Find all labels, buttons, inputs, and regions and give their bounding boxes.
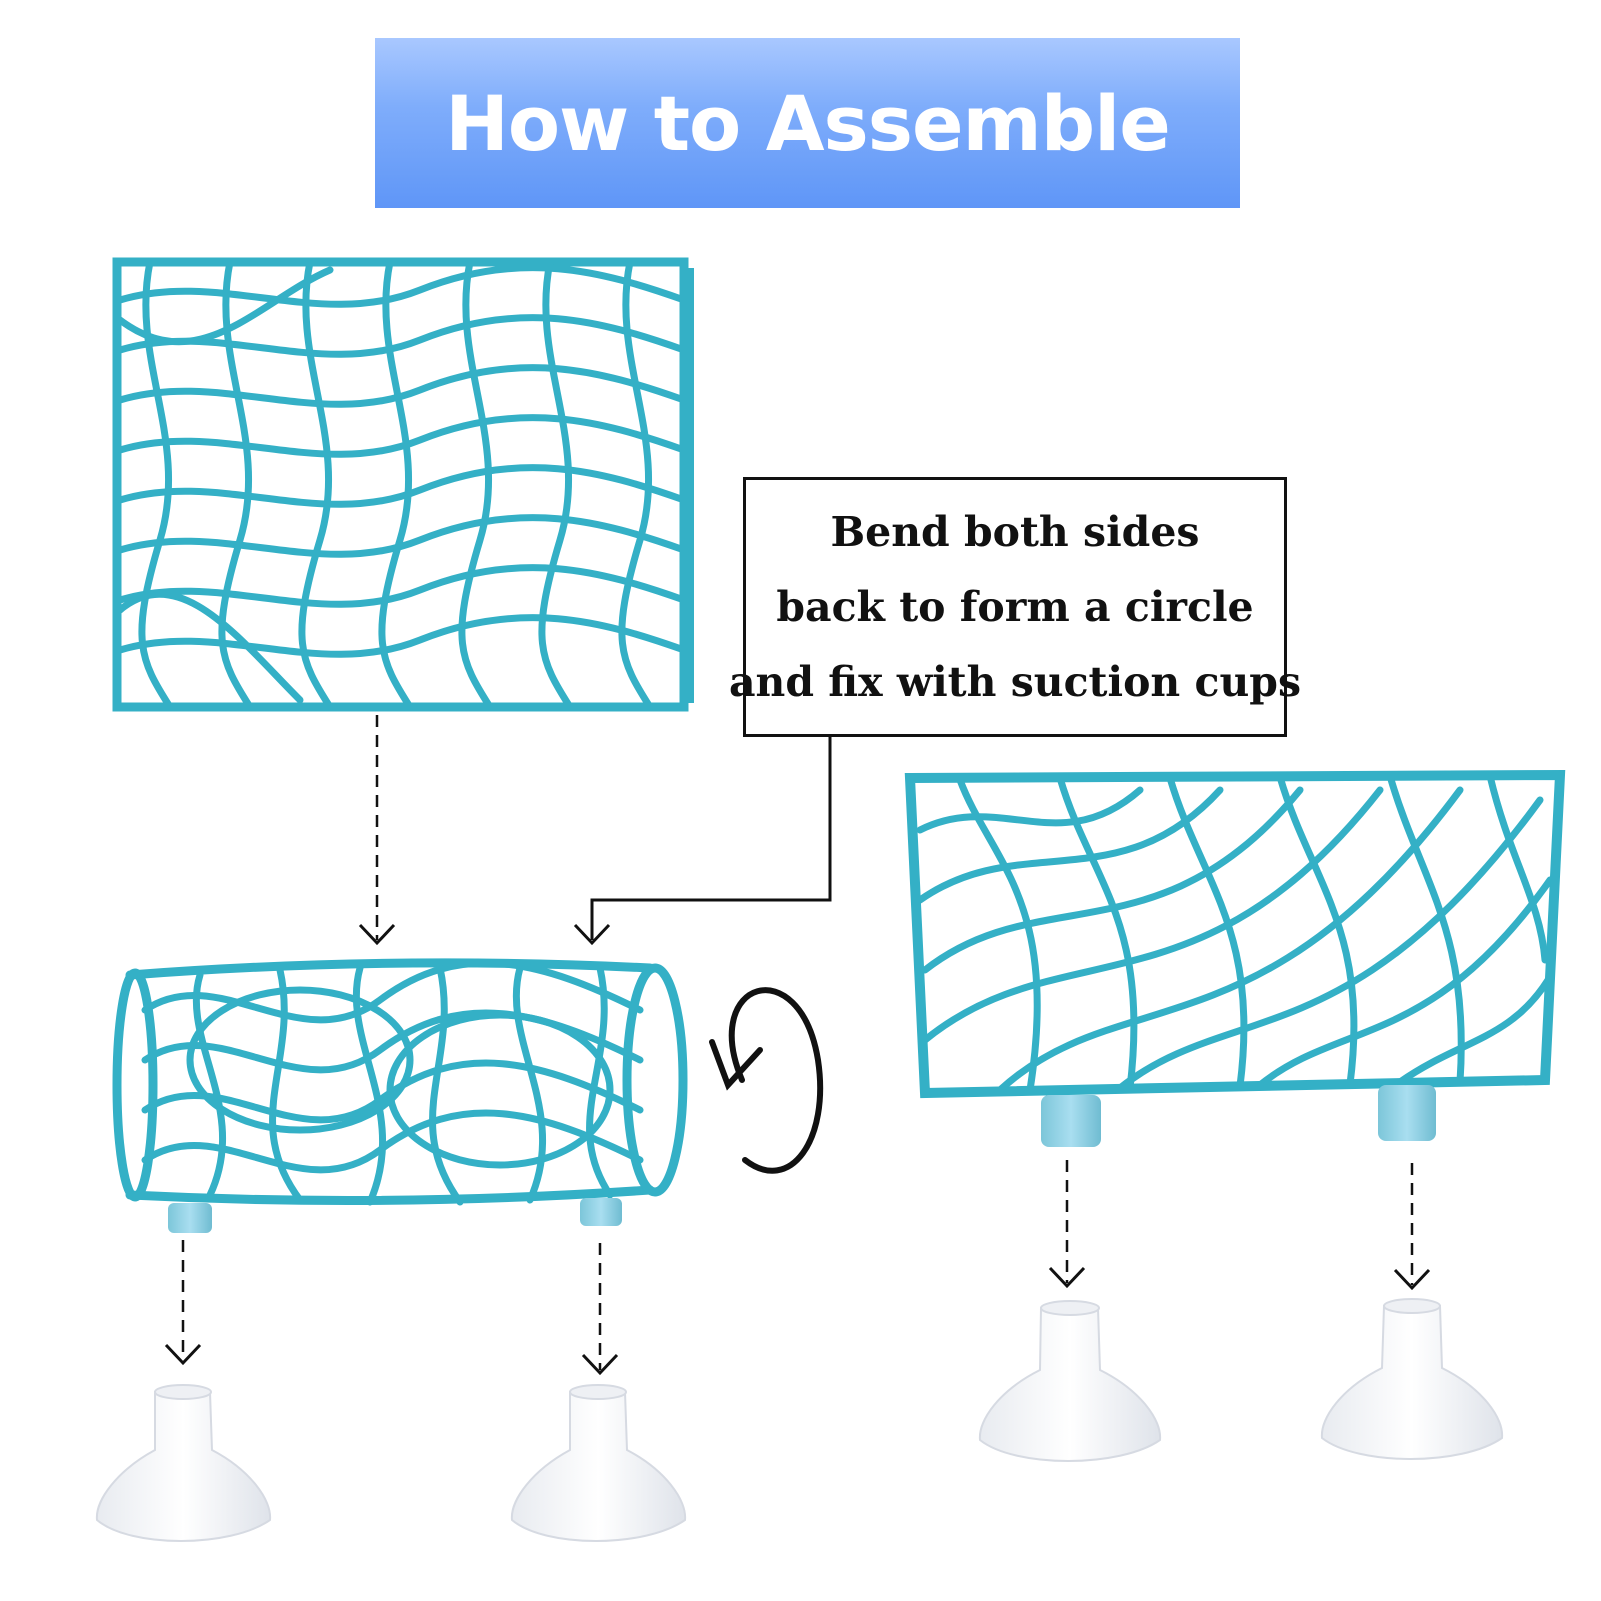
dashed-arrow-down-icon [358,715,396,946]
instruction-callout: Bend both sides back to form a circle an… [729,477,1301,737]
page-title: How to Assemble [445,78,1171,168]
mesh-panel-with-pegs-icon [904,769,1566,1099]
callout-line-1: Bend both sides [830,507,1200,556]
peg-icon [168,1198,622,1233]
suction-cup-icon [978,1300,1162,1462]
curved-mesh-tunnel-icon [112,958,688,1206]
dashed-arrow-down-icon [164,1160,1431,1376]
suction-cup-icon [95,1384,272,1542]
peg-icon [1041,1085,1436,1147]
suction-cup-icon [1320,1298,1504,1460]
mesh-panel-icon [112,257,694,712]
callout-line-2: back to form a circle [776,582,1254,631]
suction-cup-icon [510,1384,687,1542]
callout-connector [573,737,832,946]
rotate-arrow-icon [709,987,824,1174]
callout-line-3: and fix with suction cups [728,657,1302,706]
title-banner: How to Assemble [375,38,1240,208]
